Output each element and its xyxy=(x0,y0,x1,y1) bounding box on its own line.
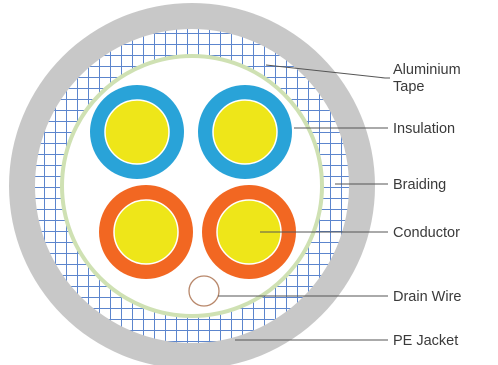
conductor-top-left xyxy=(104,99,170,165)
conductor-bottom-left xyxy=(113,199,179,265)
label-pe-jacket: PE Jacket xyxy=(393,333,458,349)
core-bottom-left xyxy=(99,185,193,279)
core-bottom-right xyxy=(202,185,296,279)
label-aluminium-tape-line2: Tape xyxy=(393,79,424,95)
label-aluminium-tape: Aluminium Tape xyxy=(393,62,465,95)
core-top-left xyxy=(90,85,184,179)
core-top-right xyxy=(198,85,292,179)
label-aluminium-tape-line1: Aluminium xyxy=(393,62,461,78)
label-drain-wire: Drain Wire xyxy=(393,289,461,305)
label-insulation: Insulation xyxy=(393,121,455,137)
drain-wire xyxy=(188,275,220,307)
conductor-top-right xyxy=(212,99,278,165)
label-braiding: Braiding xyxy=(393,177,446,193)
label-conductor: Conductor xyxy=(393,225,460,241)
aluminium-tape-ring xyxy=(60,54,324,318)
leader-aluminium-tape xyxy=(265,64,390,79)
